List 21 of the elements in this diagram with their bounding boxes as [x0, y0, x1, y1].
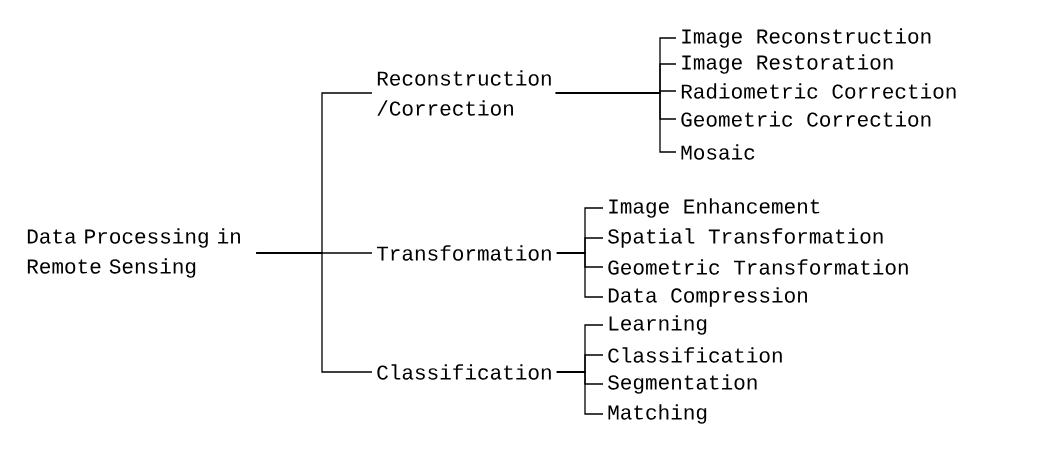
tree-label: Radiometric Correction [681, 83, 956, 99]
tree-label: Mosaic [681, 144, 755, 160]
tree-label: Data Processing in Remote Sensing [27, 228, 240, 278]
tree-label: Data Compression [608, 287, 807, 307]
tree-label: Geometric Correction [681, 111, 931, 127]
tree-label: Classification [608, 347, 782, 363]
tree-connector [255, 252, 373, 373]
tree-label: Matching [608, 404, 707, 424]
tree-label: Image Reconstruction [682, 28, 931, 48]
tree-label: Transformation [377, 245, 551, 261]
tree-label: Learning [609, 315, 707, 335]
tree-connector [556, 252, 604, 298]
tree-label: Classification [377, 364, 551, 380]
tree-label: Geometric Transformation [608, 259, 908, 275]
tree-label: Image Enhancement [609, 198, 820, 218]
tree-label: Segmentation [608, 374, 757, 394]
tree-connector [555, 92, 677, 153]
tree-connector [556, 371, 604, 415]
tree-label: Spatial Transformation [608, 228, 883, 248]
tree-label: Reconstruction /Correction [377, 70, 551, 116]
tree-label: Image Restoration [682, 54, 893, 74]
